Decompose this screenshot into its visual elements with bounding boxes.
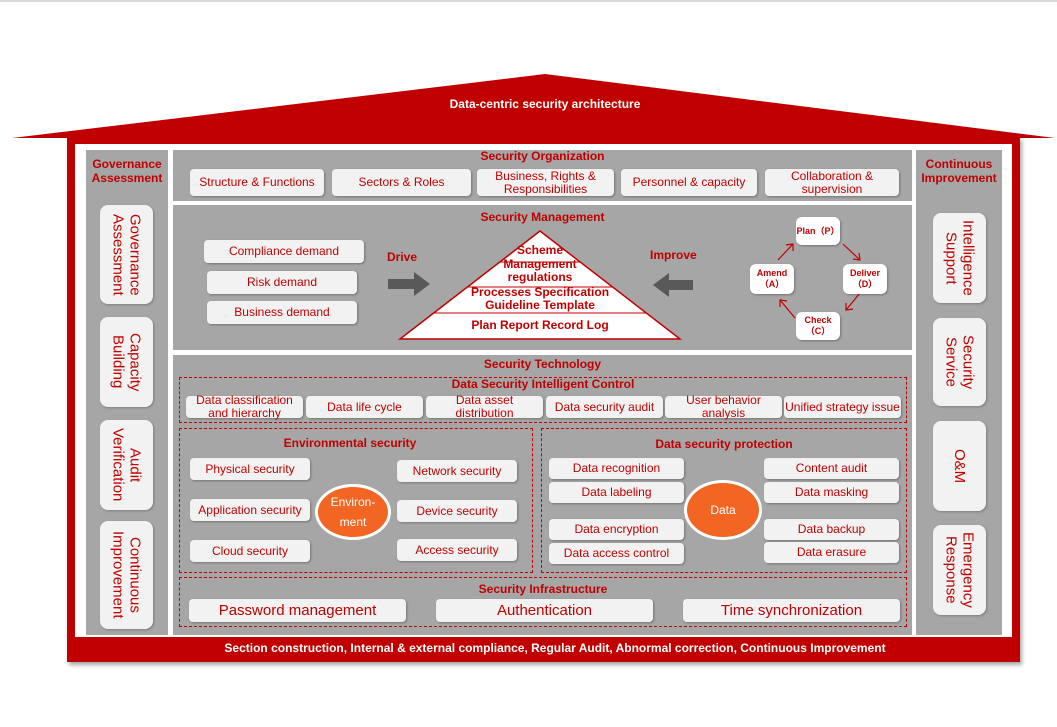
data-masking-item[interactable]: Data masking <box>764 482 899 503</box>
user-behavior-analysis-item[interactable]: User behavior analysis <box>665 394 782 420</box>
time-synchronization-item[interactable]: Time synchronization <box>683 599 900 622</box>
data-labeling-item[interactable]: Data labeling <box>549 482 684 503</box>
security-infrastructure-box <box>179 577 907 627</box>
om-item[interactable]: O&M <box>933 421 986 511</box>
security-infrastructure-title: Security Infrastructure <box>478 582 608 596</box>
cycle-plan[interactable]: Plan（P） <box>796 217 840 245</box>
governance-assessment-item[interactable]: Governance Assessment <box>100 205 153 304</box>
improve-label: Improve <box>650 248 697 262</box>
collaboration-supervision-item[interactable]: Collaboration & supervision <box>765 169 899 196</box>
data-center-oval: Data <box>684 480 762 540</box>
personnel-capacity-item[interactable]: Personnel & capacity <box>621 169 757 196</box>
cycle-amend[interactable]: Amend（A） <box>750 264 794 294</box>
intelligence-support-item[interactable]: Intelligence Support <box>933 213 986 303</box>
emergency-response-item[interactable]: Emergency Response <box>933 525 986 615</box>
security-service-item[interactable]: Security Service <box>933 318 986 406</box>
data-access-control-item[interactable]: Data access control <box>549 543 684 564</box>
structure-functions-item[interactable]: Structure & Functions <box>190 169 324 196</box>
right-column-title: Continuous Improvement <box>921 157 997 185</box>
business-rights-item[interactable]: Business, Rights & Responsibilities <box>477 169 614 196</box>
pyramid-level-plan: Plan Report Record Log <box>471 318 609 332</box>
roof-title: Data-centric security architecture <box>449 97 641 111</box>
pyramid-level-scheme: Scheme <box>516 243 564 257</box>
physical-security-item[interactable]: Physical security <box>190 458 310 480</box>
network-security-item[interactable]: Network security <box>397 460 517 482</box>
intelligent-control-title: Data Security Intelligent Control <box>451 377 635 391</box>
authentication-item[interactable]: Authentication <box>436 599 653 622</box>
data-erasure-item[interactable]: Data erasure <box>764 542 899 563</box>
application-security-item[interactable]: Application security <box>190 499 310 521</box>
left-column-title: Governance Assessment <box>91 157 163 185</box>
data-backup-item[interactable]: Data backup <box>764 519 899 540</box>
data-asset-distribution-item[interactable]: Data asset distribution <box>426 394 543 420</box>
content-audit-item[interactable]: Content audit <box>764 458 899 479</box>
access-security-item[interactable]: Access security <box>397 539 517 561</box>
pyramid-level-guideline: Guideline Template <box>485 298 595 312</box>
sectors-roles-item[interactable]: Sectors & Roles <box>332 169 471 196</box>
data-recognition-item[interactable]: Data recognition <box>549 458 684 479</box>
drive-label: Drive <box>387 250 418 264</box>
top-rule <box>0 0 1057 2</box>
cycle-check[interactable]: Check（C） <box>796 312 840 340</box>
security-technology-title: Security Technology <box>483 357 602 371</box>
security-organization-title: Security Organization <box>480 149 605 163</box>
environment-center-oval: Environ-ment <box>315 484 391 540</box>
data-protection-box <box>541 428 907 573</box>
business-demand-item[interactable]: Business demand <box>207 301 357 324</box>
footer-text: Section construction, Internal & externa… <box>224 641 886 655</box>
roof-shape <box>12 74 1055 138</box>
cloud-security-item[interactable]: Cloud security <box>190 540 310 562</box>
environmental-security-box <box>179 428 533 573</box>
data-security-audit-item[interactable]: Data security audit <box>546 396 663 418</box>
unified-strategy-issue-item[interactable]: Unified strategy issue <box>784 396 901 418</box>
pyramid-level-processes: Processes Specification <box>470 285 610 299</box>
risk-demand-item[interactable]: Risk demand <box>207 271 357 294</box>
data-protection-title: Data security protection <box>655 437 793 451</box>
security-management-title: Security Management <box>480 210 605 224</box>
data-life-cycle-item[interactable]: Data life cycle <box>306 396 423 418</box>
device-security-item[interactable]: Device security <box>397 500 517 522</box>
intelligent-control-box <box>179 377 907 423</box>
audit-verification-item[interactable]: Audit Verification <box>100 420 153 510</box>
capacity-building-item[interactable]: Capacity Building <box>100 317 153 407</box>
password-management-item[interactable]: Password management <box>189 599 406 622</box>
cycle-deliver[interactable]: Deliver（D） <box>843 264 887 294</box>
environmental-security-title: Environmental security <box>283 436 417 450</box>
data-encryption-item[interactable]: Data encryption <box>549 519 684 540</box>
data-classification-item[interactable]: Data classification and hierarchy <box>186 394 303 420</box>
continuous-improvement-item[interactable]: Continuous Improvement <box>100 521 153 629</box>
pyramid-level-regulations: Management regulations <box>503 257 577 284</box>
compliance-demand-item[interactable]: Compliance demand <box>204 240 364 263</box>
